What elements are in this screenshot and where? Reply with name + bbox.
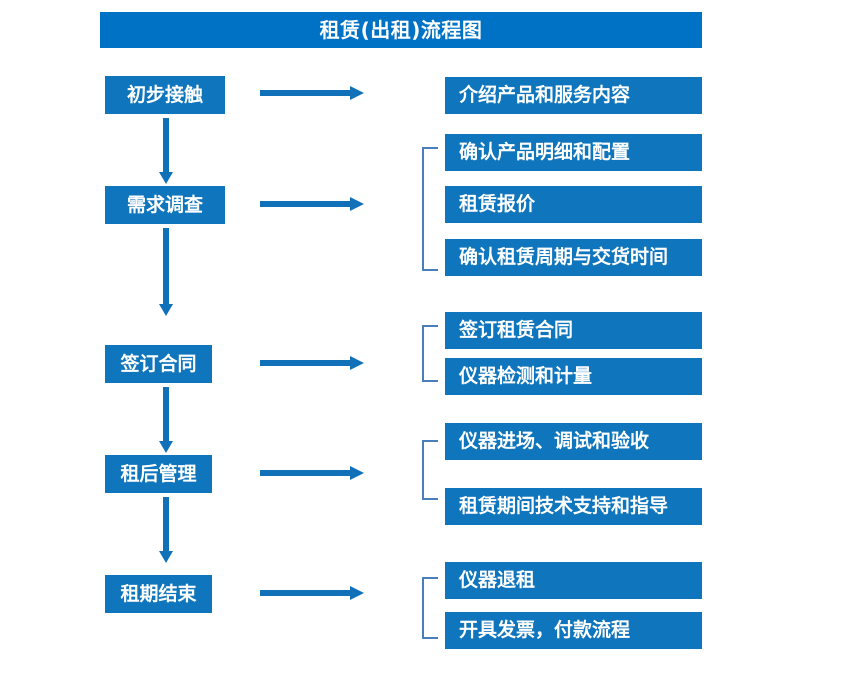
detail-box-3-1[interactable]: 签订租赁合同 bbox=[445, 312, 702, 349]
arrow-down-icon-4 bbox=[155, 497, 177, 563]
detail-box-2-3[interactable]: 确认租赁周期与交货时间 bbox=[445, 239, 702, 276]
detail-label-5-1: 仪器退租 bbox=[459, 569, 536, 591]
stage-label-2: 需求调查 bbox=[126, 193, 203, 216]
detail-box-4-2[interactable]: 租赁期间技术支持和指导 bbox=[445, 488, 702, 525]
detail-box-4-1[interactable]: 仪器进场、调试和验收 bbox=[445, 423, 702, 460]
detail-label-1-1: 介绍产品和服务内容 bbox=[459, 84, 631, 106]
detail-box-2-2[interactable]: 租赁报价 bbox=[445, 186, 702, 223]
arrow-down-icon-2 bbox=[155, 228, 177, 316]
arrow-right-icon-5 bbox=[260, 584, 364, 602]
bracket-icon-4 bbox=[422, 440, 438, 500]
stage-label-3: 签订合同 bbox=[120, 352, 197, 375]
stage-label-5: 租期结束 bbox=[120, 582, 197, 605]
diagram-title: 租赁(出租)流程图 bbox=[319, 18, 483, 42]
bracket-icon-3 bbox=[422, 325, 438, 382]
detail-box-1-1[interactable]: 介绍产品和服务内容 bbox=[445, 77, 702, 114]
detail-label-3-2: 仪器检测和计量 bbox=[459, 365, 593, 387]
bracket-icon-2 bbox=[422, 147, 438, 271]
diagram-title-bar: 租赁(出租)流程图 bbox=[100, 12, 702, 48]
detail-label-5-2: 开具发票，付款流程 bbox=[459, 619, 631, 641]
detail-label-3-1: 签订租赁合同 bbox=[459, 319, 574, 341]
arrow-right-icon-1 bbox=[260, 84, 364, 102]
arrow-down-icon-3 bbox=[155, 387, 177, 453]
bracket-icon-5 bbox=[422, 577, 438, 639]
stage-box-2[interactable]: 需求调查 bbox=[105, 186, 225, 224]
arrow-right-icon-3 bbox=[260, 354, 364, 372]
stage-box-5[interactable]: 租期结束 bbox=[105, 575, 212, 613]
stage-box-1[interactable]: 初步接触 bbox=[105, 76, 225, 114]
detail-label-4-1: 仪器进场、调试和验收 bbox=[459, 430, 650, 452]
detail-label-4-2: 租赁期间技术支持和指导 bbox=[459, 495, 669, 517]
stage-label-4: 租后管理 bbox=[120, 462, 197, 485]
detail-label-2-1: 确认产品明细和配置 bbox=[459, 141, 631, 163]
detail-label-2-3: 确认租赁周期与交货时间 bbox=[459, 246, 669, 268]
detail-box-5-2[interactable]: 开具发票，付款流程 bbox=[445, 612, 702, 649]
detail-box-3-2[interactable]: 仪器检测和计量 bbox=[445, 358, 702, 395]
stage-box-4[interactable]: 租后管理 bbox=[105, 455, 212, 493]
detail-box-2-1[interactable]: 确认产品明细和配置 bbox=[445, 134, 702, 171]
arrow-right-icon-2 bbox=[260, 195, 364, 213]
detail-box-5-1[interactable]: 仪器退租 bbox=[445, 562, 702, 599]
detail-label-2-2: 租赁报价 bbox=[459, 193, 536, 215]
arrow-right-icon-4 bbox=[260, 464, 364, 482]
stage-label-1: 初步接触 bbox=[126, 83, 203, 106]
arrow-down-icon-1 bbox=[155, 118, 177, 184]
stage-box-3[interactable]: 签订合同 bbox=[105, 345, 212, 383]
